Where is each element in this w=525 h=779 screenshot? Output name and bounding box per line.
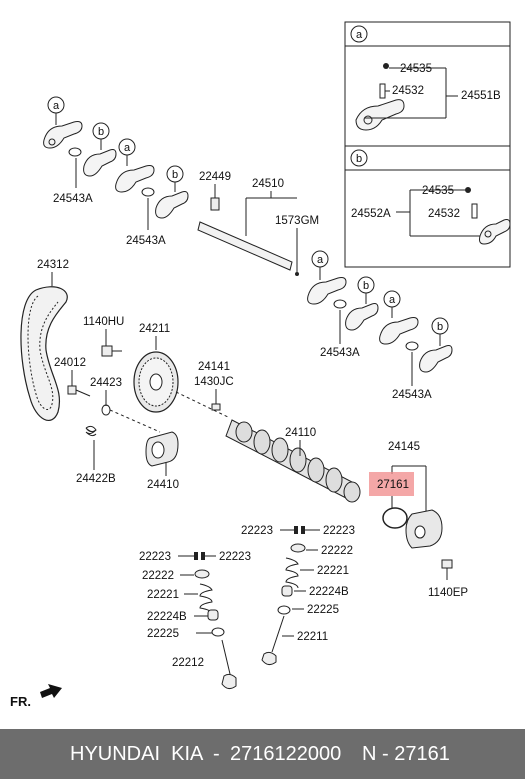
callout-a: a bbox=[124, 142, 131, 154]
footer-brand: HYUNDAI KIA bbox=[70, 742, 204, 765]
camshaft: 24141 1430JC 24110 bbox=[175, 361, 361, 503]
label-22224B-l: 22224B bbox=[147, 611, 187, 623]
rocker-arm-a-detail bbox=[355, 63, 458, 131]
part-footer: HYUNDAI KIA - 2716122000 N - 27161 bbox=[0, 729, 525, 779]
label-1140EP: 1140EP bbox=[428, 587, 468, 599]
timing-belt: 24312 bbox=[20, 259, 69, 421]
callout-b: b bbox=[363, 280, 369, 292]
callout-a: a bbox=[389, 294, 396, 306]
label-24532-b: 24532 bbox=[428, 208, 460, 220]
label-1140HU: 1140HU bbox=[83, 316, 124, 328]
callout-b-label: b bbox=[356, 153, 362, 165]
label-24145: 24145 bbox=[388, 441, 420, 453]
label-22224B-r: 22224B bbox=[309, 586, 349, 598]
label-22222-r: 22222 bbox=[321, 545, 353, 557]
label-22222-l: 22222 bbox=[142, 570, 174, 582]
label-24543A-3: 24543A bbox=[320, 347, 360, 359]
rocker-arms-upper-left: a b a b bbox=[43, 96, 189, 230]
label-24552A: 24552A bbox=[351, 208, 391, 220]
label-24535-a: 24535 bbox=[400, 63, 432, 75]
label-24510: 24510 bbox=[252, 178, 284, 190]
valve-train-left: 22223 22223 22222 22221 22224B 22225 222… bbox=[139, 551, 251, 690]
footer-separator: - bbox=[213, 742, 220, 765]
label-1573GM: 1573GM bbox=[275, 215, 319, 227]
label-24532-a: 24532 bbox=[392, 85, 424, 97]
fr-label: FR. bbox=[10, 694, 31, 709]
cam-sprocket-group: 1140HU 24211 24012 24423 24422B 24410 bbox=[54, 316, 179, 491]
callout-b: b bbox=[172, 169, 178, 181]
label-22212: 22212 bbox=[172, 657, 204, 669]
label-24312: 24312 bbox=[37, 259, 69, 271]
label-24551B: 24551B bbox=[461, 90, 501, 102]
label-22211: 22211 bbox=[297, 631, 328, 643]
footer-ref: N - 27161 bbox=[362, 742, 450, 765]
label-24535-b: 24535 bbox=[422, 185, 454, 197]
parts-diagram: a b 24535 24532 24551B bbox=[10, 21, 511, 709]
callout-b: b bbox=[437, 321, 443, 333]
callout-a: a bbox=[53, 100, 60, 112]
front-arrow-icon bbox=[40, 684, 62, 698]
label-24211: 24211 bbox=[139, 323, 170, 335]
label-24141: 24141 bbox=[198, 361, 230, 373]
label-1430JC: 1430JC bbox=[194, 376, 234, 388]
rocker-arms-right: a b a b bbox=[307, 250, 453, 386]
callout-b: b bbox=[98, 126, 104, 138]
o-ring-27161 bbox=[382, 507, 408, 529]
label-22223-r2: 22223 bbox=[323, 525, 355, 537]
label-24422B: 24422B bbox=[76, 473, 116, 485]
highlight-27161 bbox=[369, 472, 414, 496]
valve-train-right: 22223 22223 22222 22221 22224B 22225 222… bbox=[241, 525, 355, 666]
label-22225-l: 22225 bbox=[147, 628, 179, 640]
label-24110: 24110 bbox=[285, 427, 316, 439]
callout-a: a bbox=[317, 254, 324, 266]
label-24543A-2: 24543A bbox=[126, 235, 166, 247]
label-22225-r: 22225 bbox=[307, 604, 339, 616]
label-22221-l: 22221 bbox=[147, 589, 179, 601]
label-22223-r1: 22223 bbox=[241, 525, 273, 537]
rocker-shaft: 22449 24510 1573GM bbox=[197, 171, 319, 276]
detail-box: a b 24535 24532 24551B bbox=[344, 21, 511, 268]
label-27161: 27161 bbox=[377, 479, 409, 491]
label-24543A-1: 24543A bbox=[53, 193, 93, 205]
cam-sensor-group: 24145 27161 1140EP bbox=[369, 441, 468, 599]
label-24543A-4: 24543A bbox=[392, 389, 432, 401]
footer-part-number: 2716122000 bbox=[230, 742, 342, 765]
label-24423: 24423 bbox=[90, 377, 122, 389]
rocker-arm-b-detail bbox=[396, 187, 511, 245]
label-24410: 24410 bbox=[147, 479, 179, 491]
label-22449: 22449 bbox=[199, 171, 231, 183]
callout-a-label: a bbox=[356, 29, 363, 41]
label-24012: 24012 bbox=[54, 357, 86, 369]
label-22223-l1: 22223 bbox=[139, 551, 171, 563]
front-indicator: FR. bbox=[10, 684, 62, 709]
label-22223-l2: 22223 bbox=[219, 551, 251, 563]
label-22221-r: 22221 bbox=[317, 565, 349, 577]
